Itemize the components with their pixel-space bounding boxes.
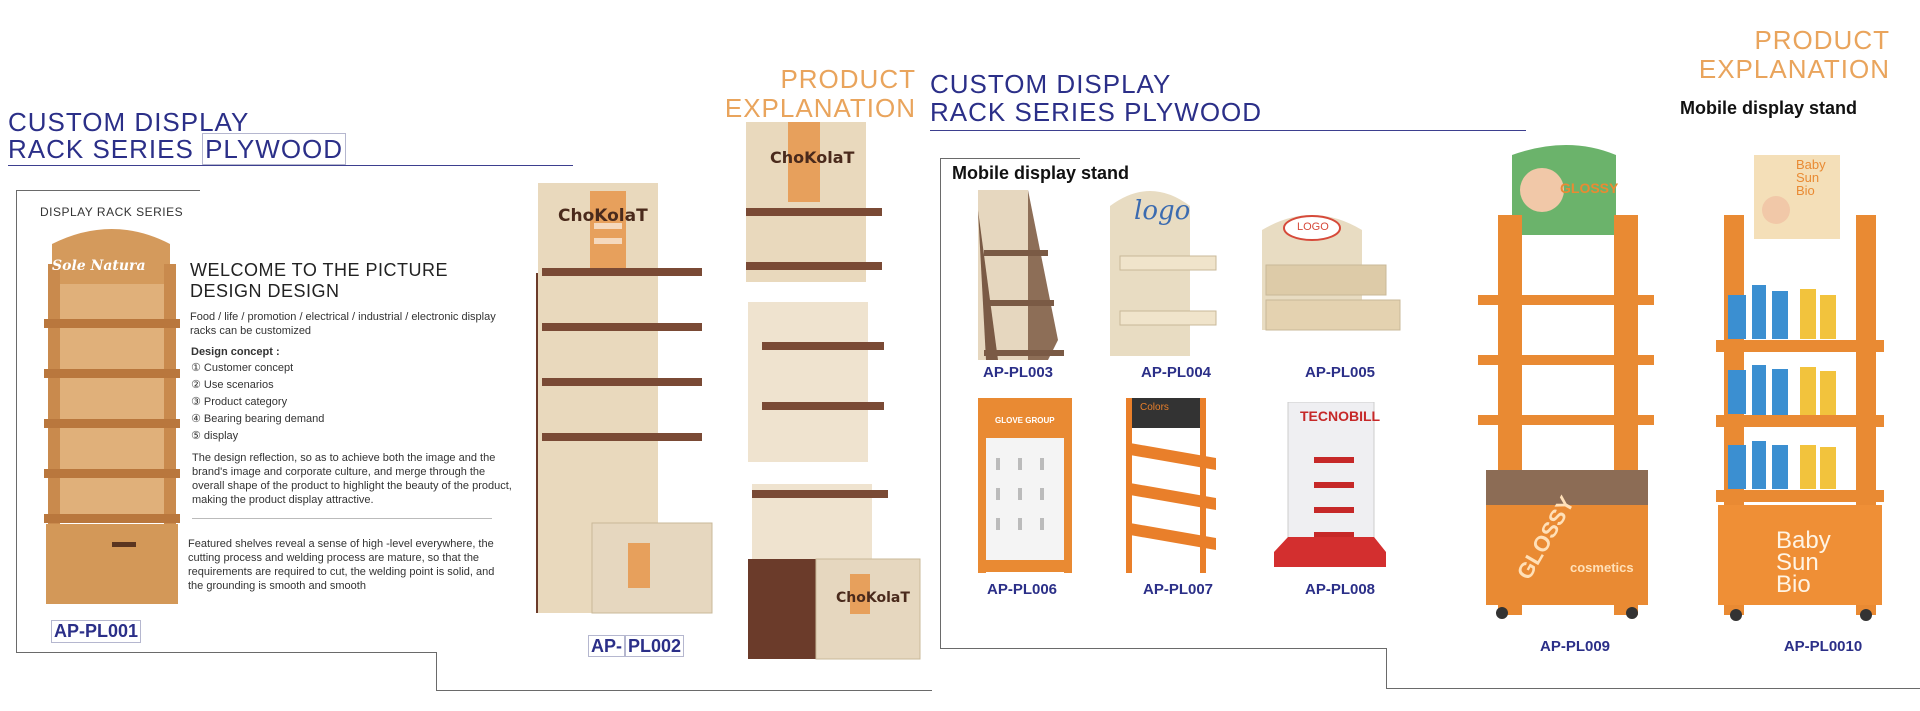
left-panel-step xyxy=(436,652,437,690)
product-image-pl0010 xyxy=(1716,155,1886,625)
baby-sun-bio-front: Baby Sun Bio xyxy=(1776,527,1831,598)
product-image-pl008 xyxy=(1274,402,1389,577)
product-code-pl002-b: PL002 xyxy=(625,635,685,657)
product-explanation-right: PRODUCT EXPLANATION xyxy=(1680,26,1890,84)
product-explanation-right-2: EXPLANATION xyxy=(1698,54,1890,84)
left-panel-floor xyxy=(436,690,932,691)
left-panel-frame xyxy=(16,190,17,652)
glossy-label-1: GLOSSY xyxy=(1560,180,1619,196)
product-code-pl001: AP-PL001 xyxy=(51,620,142,643)
intro-text: Food / life / promotion / electrical / i… xyxy=(190,311,496,337)
logo-placeholder-pl007: Colors xyxy=(1140,402,1169,413)
detail-image-top xyxy=(746,122,886,284)
concept-item: ① Customer concept xyxy=(191,362,294,374)
product-image-pl002 xyxy=(532,183,722,633)
chokolat-logo: ChoKolaT xyxy=(558,206,648,226)
featured-paragraph: Featured shelves reveal a sense of high … xyxy=(188,538,495,592)
baby-label: Baby xyxy=(1796,157,1826,172)
product-code-pl009: AP-PL009 xyxy=(1539,638,1611,655)
left-header-rule xyxy=(8,165,573,166)
glossy-label-3: cosmetics xyxy=(1570,560,1634,575)
bio-label: Bio xyxy=(1796,183,1815,198)
product-code-pl002: AP-PL002 xyxy=(588,635,685,657)
logo-placeholder-pl006: GLOVE GROUP xyxy=(995,416,1055,425)
product-explanation-right-1: PRODUCT xyxy=(1754,25,1890,55)
product-code-pl008: AP-PL008 xyxy=(1304,581,1376,598)
product-code-pl007: AP-PL007 xyxy=(1142,581,1214,598)
grid-panel-left xyxy=(940,158,941,648)
bio-label-front: Bio xyxy=(1776,571,1811,598)
right-title-material: PLYWOOD xyxy=(1124,97,1263,127)
logo-placeholder-pl004: logo xyxy=(1134,196,1191,226)
left-title-line2: RACK SERIES PLYWOOD xyxy=(8,133,347,165)
product-explanation-mid-1: PRODUCT xyxy=(780,64,916,94)
sole-natura-logo: Sole Natura xyxy=(52,258,146,274)
chokolat-logo-cabinet: ChoKolaT xyxy=(836,590,910,606)
concept-item: ③ Product category xyxy=(191,396,288,408)
product-code-pl005: AP-PL005 xyxy=(1304,364,1376,381)
left-title-prefix: RACK SERIES xyxy=(8,134,194,164)
product-explanation-mid-2: EXPLANATION xyxy=(724,93,916,123)
product-code-pl006: AP-PL006 xyxy=(986,581,1058,598)
welcome-heading-2: DESIGN DESIGN xyxy=(190,281,340,301)
left-title-line1: CUSTOM DISPLAY xyxy=(8,107,250,137)
product-image-pl003 xyxy=(978,190,1068,365)
large-panel-title: Mobile display stand xyxy=(1680,98,1858,118)
product-code-pl003: AP-PL003 xyxy=(982,364,1054,381)
chokolat-logo-detail: ChoKolaT xyxy=(770,148,855,167)
logo-placeholder-pl005: LOGO xyxy=(1297,221,1329,233)
baby-label-front: Baby xyxy=(1776,527,1831,554)
right-title-line1: CUSTOM DISPLAY xyxy=(930,69,1172,99)
concept-item: ⑤ display xyxy=(191,430,239,442)
right-title-line2: RACK SERIES PLYWOOD xyxy=(930,98,1262,126)
left-title-material: PLYWOOD xyxy=(202,133,347,165)
product-code-pl002-a: AP- xyxy=(588,635,625,657)
left-panel-top-rule xyxy=(16,190,200,191)
sun-label: Sun xyxy=(1796,170,1820,185)
welcome-heading-1: WELCOME TO THE PICTURE xyxy=(190,260,449,280)
concept-list: ① Customer concept ② Use scenarios ③ Pro… xyxy=(191,361,324,446)
product-image-pl005 xyxy=(1262,210,1402,340)
left-panel-bottom-rule xyxy=(16,652,436,653)
baby-sun-bio-top: Baby Sun Bio xyxy=(1796,158,1826,197)
product-image-pl006 xyxy=(978,398,1073,573)
grid-panel-bottom xyxy=(940,648,1386,649)
sun-label-front: Sun xyxy=(1776,549,1819,576)
right-title-prefix: RACK SERIES xyxy=(930,97,1116,127)
design-paragraph: The design reflection, so as to achieve … xyxy=(192,452,512,506)
product-explanation-mid: PRODUCT EXPLANATION xyxy=(700,65,916,123)
logo-placeholder-pl008: TECNOBILL xyxy=(1300,408,1381,424)
design-concept-title: Design concept : xyxy=(191,346,280,358)
detail-image-bottom xyxy=(746,484,922,664)
product-image-pl004 xyxy=(1110,186,1220,361)
paragraph-divider xyxy=(192,518,492,519)
product-code-pl0010: AP-PL0010 xyxy=(1783,638,1863,655)
product-code-pl004: AP-PL004 xyxy=(1140,364,1212,381)
product-image-pl009 xyxy=(1478,145,1658,635)
concept-item: ④ Bearing bearing demand xyxy=(191,413,325,425)
grid-panel-title: Mobile display stand xyxy=(952,163,1130,183)
series-label: DISPLAY RACK SERIES xyxy=(40,205,184,219)
concept-item: ② Use scenarios xyxy=(191,379,274,391)
product-image-pl001 xyxy=(42,224,182,612)
grid-panel-top xyxy=(940,158,1080,159)
right-panel-floor xyxy=(1386,688,1920,689)
grid-panel-step xyxy=(1386,648,1387,688)
product-image-pl007 xyxy=(1126,398,1221,578)
right-header-rule xyxy=(930,130,1526,131)
detail-image-middle xyxy=(748,302,888,462)
